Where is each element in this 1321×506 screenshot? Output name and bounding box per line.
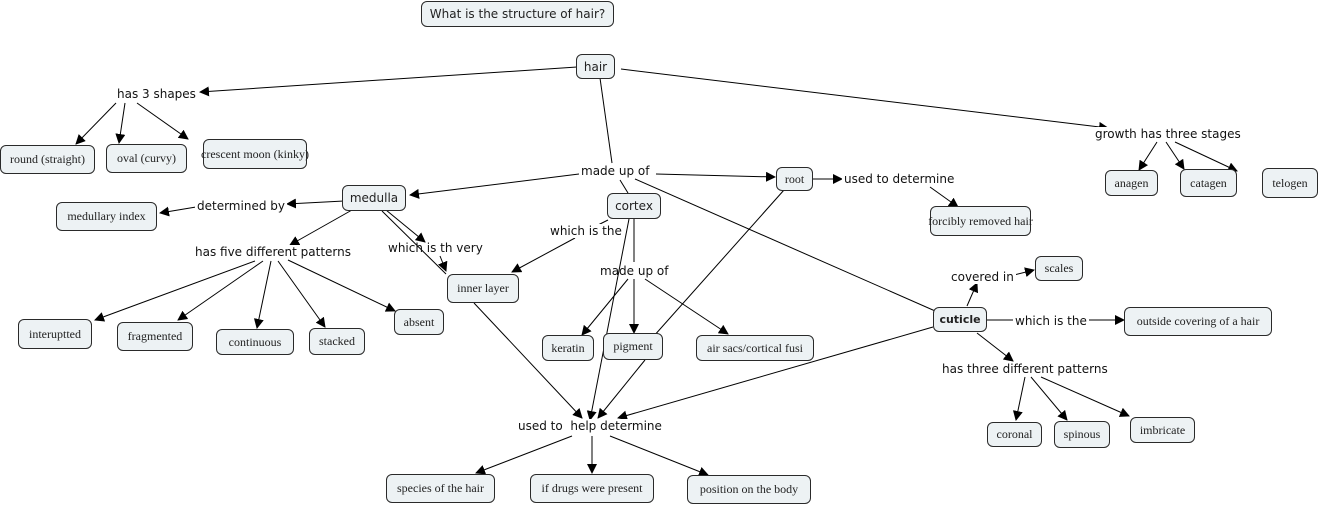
link-five-interupted: [94, 260, 256, 322]
link-cortex-usedto: [586, 218, 630, 421]
link-three-imbricate: [1040, 376, 1130, 417]
concept-medullary-index[interactable]: medullary index: [56, 202, 157, 231]
link-coveredin-scales: [1013, 267, 1035, 278]
link-madeupof-root: [655, 171, 776, 182]
link-cuticle-coveredin: [966, 282, 978, 307]
map-title[interactable]: What is the structure of hair?: [421, 1, 614, 27]
concept-air-sacs[interactable]: air sacs/cortical fusi: [696, 335, 814, 361]
link-growth-catagen: [1165, 141, 1185, 170]
link-shapes-oval: [115, 102, 126, 144]
link-usedto-forcibly: [929, 186, 959, 208]
concept-interupted[interactable]: interuptted: [18, 319, 92, 349]
link-madeupof-cortex: [619, 179, 629, 194]
link-hair-shapes: [199, 66, 578, 97]
concept-outside-covering[interactable]: outside covering of a hair: [1124, 307, 1272, 336]
link-cuticle-threepatterns: [976, 332, 1014, 362]
link-root-pigment: [652, 189, 785, 338]
link-medulla-innerlayer: [381, 210, 447, 275]
link-innerlayer-usedto: [473, 302, 583, 419]
concept-round-straight[interactable]: round (straight): [0, 145, 95, 174]
link-label-has-three-patterns[interactable]: has three different patterns: [940, 362, 1110, 376]
link-hair-madeupof: [599, 77, 613, 164]
concept-pigment[interactable]: pigment: [603, 333, 663, 360]
concept-telogen[interactable]: telogen: [1262, 168, 1318, 198]
concept-coronal[interactable]: coronal: [987, 422, 1042, 447]
concept-keratin[interactable]: keratin: [542, 335, 594, 361]
link-madeupof-medulla: [409, 173, 580, 199]
link-label-growth-stages[interactable]: growth has three stages: [1093, 127, 1243, 141]
concept-inner-layer[interactable]: inner layer: [447, 274, 519, 303]
concept-root[interactable]: root: [776, 167, 813, 191]
concept-absent[interactable]: absent: [394, 309, 444, 335]
link-label-made-up-of-cortex[interactable]: made up of: [600, 264, 669, 278]
link-madeupof-airsacs: [644, 278, 729, 335]
link-determinedby-index: [159, 206, 197, 217]
link-whichisthe-innerlayer: [511, 237, 576, 273]
concept-cortex[interactable]: cortex: [607, 193, 661, 219]
link-five-stacked: [277, 260, 326, 328]
concept-medulla[interactable]: medulla: [342, 185, 406, 211]
link-label-used-to-determine[interactable]: used to determine: [842, 172, 957, 186]
link-five-continuous: [253, 260, 272, 329]
link-label-used-to-help-determine[interactable]: used to help determine: [516, 419, 664, 433]
link-label-which-is-the-cortex[interactable]: which is the: [548, 224, 624, 238]
concept-scales[interactable]: scales: [1035, 256, 1083, 281]
concept-hair[interactable]: hair: [576, 54, 615, 79]
concept-drugs-present[interactable]: if drugs were present: [530, 474, 654, 503]
link-medulla-determinedby: [286, 198, 345, 209]
link-three-spinous: [1030, 376, 1068, 421]
link-madeupof-keratin: [581, 278, 629, 336]
link-shapes-crescent: [136, 102, 189, 140]
link-usedto-position: [609, 435, 709, 477]
concept-continuous[interactable]: continuous: [216, 329, 294, 355]
concept-cuticle[interactable]: cuticle: [933, 307, 987, 332]
link-three-coronal: [1012, 376, 1026, 421]
concept-stacked[interactable]: stacked: [309, 328, 365, 355]
link-label-covered-in[interactable]: covered in: [949, 270, 1016, 284]
link-cuticle-usedto: [617, 326, 934, 421]
link-label-which-is-th-very[interactable]: which is th very: [388, 241, 483, 255]
concept-catagen[interactable]: catagen: [1180, 169, 1237, 197]
link-shapes-round: [75, 102, 117, 145]
link-usedto-species: [475, 435, 573, 475]
link-medulla-whichisthvery: [385, 209, 426, 243]
link-label-has-3-shapes[interactable]: has 3 shapes: [115, 87, 198, 101]
link-label-determined-by[interactable]: determined by: [195, 199, 287, 213]
link-five-absent: [287, 259, 396, 312]
link-label-made-up-of[interactable]: made up of: [579, 164, 652, 178]
link-hair-growth: [620, 68, 1109, 132]
concept-crescent-moon[interactable]: crescent moon (kinky): [201, 139, 309, 169]
link-growth-telogen: [1174, 141, 1238, 172]
link-growth-anagen: [1138, 141, 1158, 171]
concept-oval-curvy[interactable]: oval (curvy): [106, 144, 187, 173]
link-label-which-is-the-cuticle[interactable]: which is the: [1013, 314, 1089, 328]
concept-species[interactable]: species of the hair: [386, 474, 495, 503]
concept-anagen[interactable]: anagen: [1105, 170, 1158, 196]
link-madeupof-cuticle: [634, 178, 943, 315]
concept-spinous[interactable]: spinous: [1054, 421, 1110, 448]
link-pigment-usedto: [597, 359, 646, 419]
concept-position-on-body[interactable]: position on the body: [687, 475, 811, 504]
link-five-fragmented: [177, 260, 264, 321]
concept-imbricate[interactable]: imbricate: [1130, 417, 1195, 443]
concept-fragmented[interactable]: fragmented: [117, 322, 193, 351]
concept-forcibly-removed-hair[interactable]: forcibly removed hair: [928, 206, 1033, 236]
link-medulla-fivepatterns: [289, 209, 353, 246]
link-whichisthvery-innerlayer: [438, 255, 448, 272]
link-label-has-five-patterns[interactable]: has five different patterns: [193, 245, 354, 259]
